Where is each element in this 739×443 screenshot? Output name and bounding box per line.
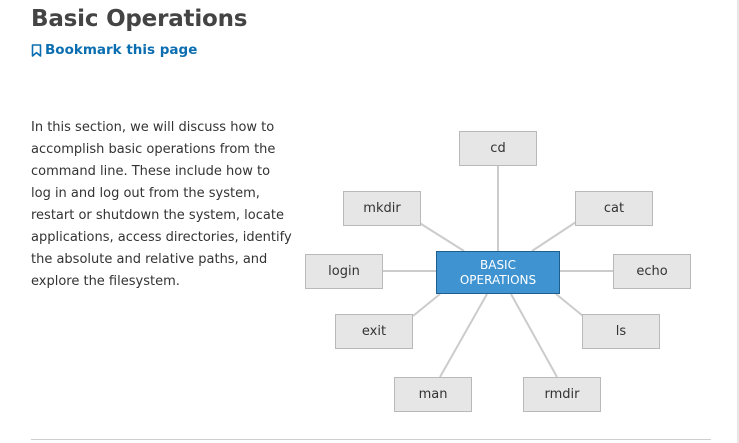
connector-ls xyxy=(555,293,584,317)
node-login-label: login xyxy=(328,264,360,279)
node-man-label: man xyxy=(418,387,448,402)
node-mkdir-label: mkdir xyxy=(363,201,401,216)
connector-mkdir xyxy=(417,221,465,252)
center-node-basic-operations: BASIC OPERATIONS xyxy=(436,251,560,294)
center-node-line2: OPERATIONS xyxy=(459,272,537,287)
node-echo-label: echo xyxy=(636,264,668,279)
bookmark-link[interactable]: Bookmark this page xyxy=(31,42,197,58)
node-mkdir: mkdir xyxy=(343,191,421,226)
page-title: Basic Operations xyxy=(31,6,248,32)
node-rmdir-label: rmdir xyxy=(544,387,580,402)
bookmark-label: Bookmark this page xyxy=(45,42,198,58)
center-node-line1: BASIC xyxy=(480,257,516,272)
connector-rmdir xyxy=(510,293,558,378)
node-cat-label: cat xyxy=(603,201,625,216)
node-exit: exit xyxy=(335,314,413,349)
node-ls: ls xyxy=(582,314,660,349)
bookmark-icon xyxy=(31,43,42,57)
node-echo: echo xyxy=(613,254,691,289)
intro-paragraph: In this section, we will discuss how to … xyxy=(31,120,292,289)
connector-man xyxy=(439,293,488,378)
connector-cat xyxy=(531,221,577,252)
node-cd: cd xyxy=(459,131,537,166)
node-cd-label: cd xyxy=(490,141,506,156)
connector-exit xyxy=(412,293,441,317)
node-rmdir: rmdir xyxy=(523,377,601,412)
node-login: login xyxy=(305,254,383,289)
node-exit-label: exit xyxy=(361,324,387,339)
section-divider xyxy=(31,439,711,440)
right-divider xyxy=(737,0,739,443)
node-ls-label: ls xyxy=(615,324,627,339)
node-cat: cat xyxy=(575,191,653,226)
node-man: man xyxy=(394,377,472,412)
